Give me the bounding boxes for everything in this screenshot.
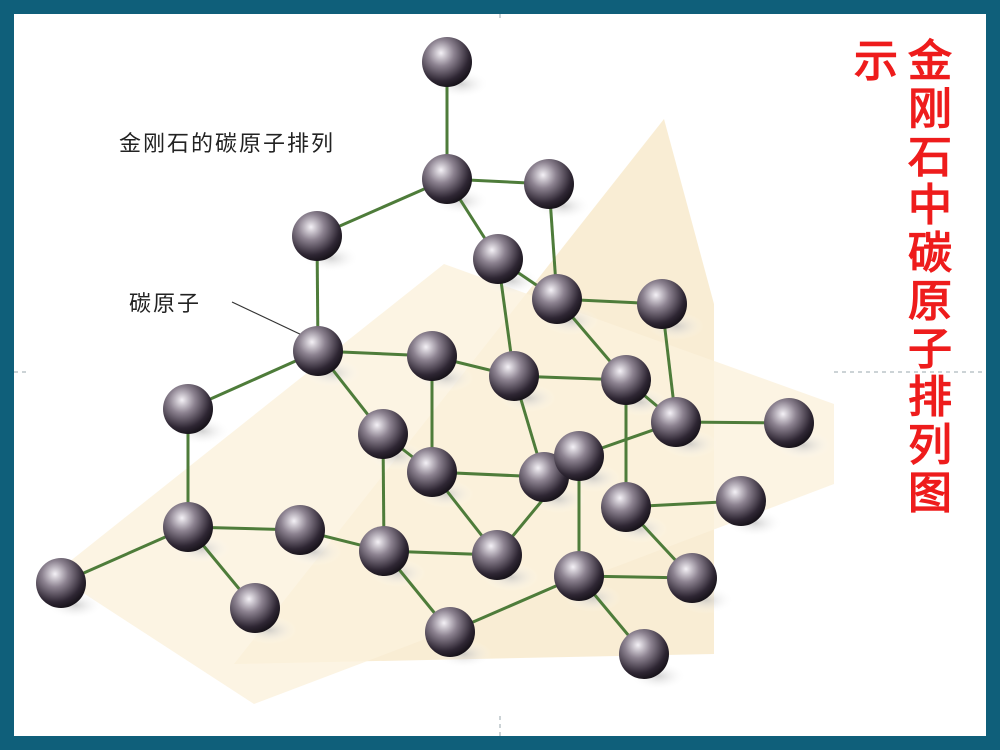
carbon-atom-22 — [359, 526, 409, 576]
carbon-atom-10 — [601, 355, 651, 405]
carbon-atom-14 — [358, 409, 408, 459]
carbon-atom-0 — [422, 37, 472, 87]
carbon-atom-23 — [472, 530, 522, 580]
carbon-atom-26 — [36, 558, 86, 608]
carbon-atom-6 — [637, 279, 687, 329]
carbon-atom-21 — [275, 505, 325, 555]
carbon-atom-17 — [554, 431, 604, 481]
carbon-atom-19 — [716, 476, 766, 526]
carbon-atom-4 — [292, 211, 342, 261]
carbon-atom-28 — [425, 607, 475, 657]
carbon-atom-24 — [554, 551, 604, 601]
slide-canvas: 金刚石的碳原子排列 碳原子 金刚石中碳原子排列图 示 — [14, 14, 986, 736]
atom-label-pointer — [231, 301, 305, 337]
carbon-atom-27 — [230, 583, 280, 633]
carbon-atom-2 — [524, 159, 574, 209]
carbon-atom-12 — [764, 398, 814, 448]
carbon-atom-1 — [422, 154, 472, 204]
slide-title-column-1: 金刚石中碳原子排列图 — [908, 36, 952, 519]
carbon-atom-3 — [473, 234, 523, 284]
carbon-atom-18 — [601, 482, 651, 532]
carbon-atom-25 — [667, 553, 717, 603]
guide-lines — [14, 14, 986, 736]
diamond-lattice-diagram — [36, 37, 834, 704]
carbon-atom-5 — [532, 274, 582, 324]
carbon-atom-11 — [651, 397, 701, 447]
carbon-atom-7 — [293, 326, 343, 376]
carbon-atom-9 — [489, 351, 539, 401]
carbon-atom-20 — [163, 502, 213, 552]
carbon-atom-29 — [619, 629, 669, 679]
diagram-caption: 金刚石的碳原子排列 — [119, 132, 336, 157]
carbon-atom-8 — [407, 331, 457, 381]
carbon-atom-15 — [407, 447, 457, 497]
carbon-atom-13 — [163, 384, 213, 434]
carbon-atom-label: 碳原子 — [129, 292, 202, 317]
slide-title-column-2: 示 — [854, 36, 898, 87]
